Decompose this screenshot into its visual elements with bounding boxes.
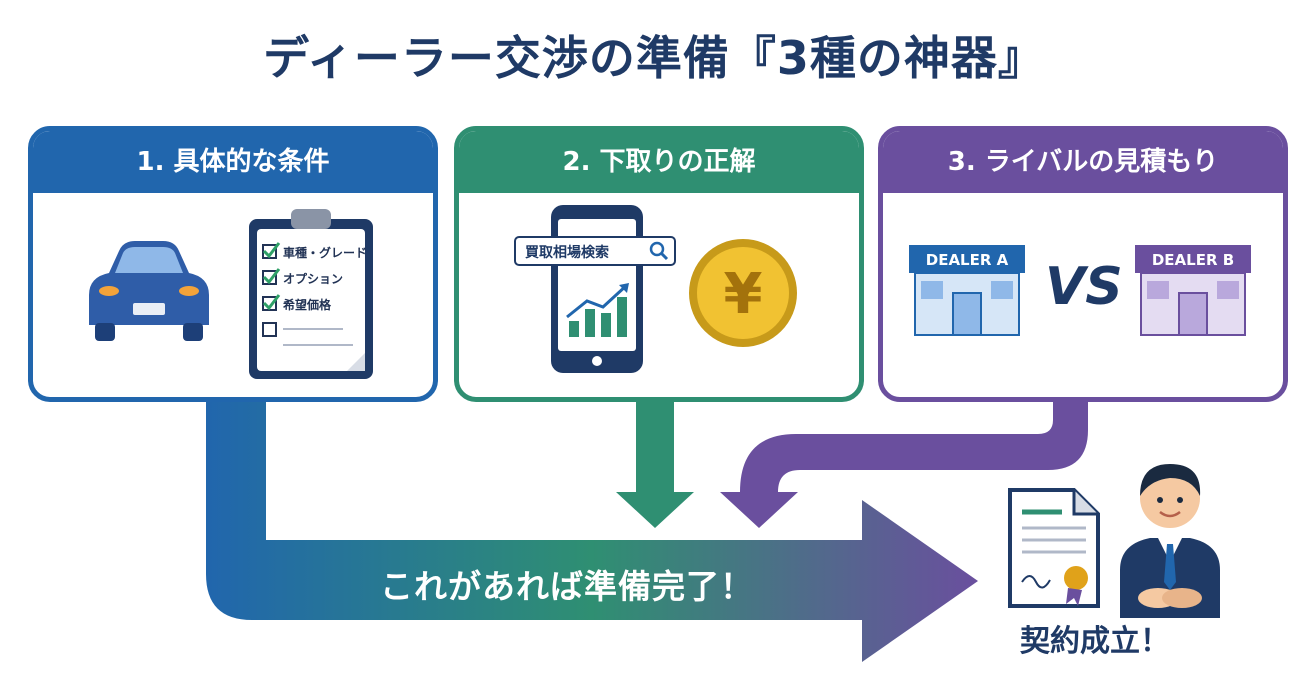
main-flow-arrow [206, 392, 978, 662]
car-icon [89, 241, 209, 341]
smartphone-search-icon: 買取相場検索 [514, 205, 676, 373]
step-3-label: 3. ライバルの見積もり [883, 131, 1283, 193]
checkbox-checked-icon [262, 268, 281, 285]
step-card-1: 1. 具体的な条件 車種・グレード オプション [28, 126, 438, 402]
clipboard-checklist-icon: 車種・グレード オプション 希望価格 [249, 209, 373, 379]
dealer-a-building-icon: DEALER A [909, 245, 1025, 336]
vs-text: VS [1045, 257, 1123, 317]
step-card-3: 3. ライバルの見積もり DEALER A VS DEALER B [878, 126, 1288, 402]
seal-icon [1064, 566, 1088, 590]
check-item-3: 希望価格 [282, 297, 332, 312]
step2-arrow [616, 392, 694, 528]
step-card-2: 2. 下取りの正解 買取相場検索 ¥ [454, 126, 864, 402]
checkbox-empty-icon [262, 322, 277, 337]
bar-chart-icon [566, 283, 629, 337]
check-item-2: オプション [283, 271, 343, 286]
dealer-b-label: DEALER B [1152, 251, 1234, 269]
check-item-1: 車種・グレード [283, 245, 367, 260]
step3-arrow [720, 392, 1088, 528]
step-1-label: 1. 具体的な条件 [33, 131, 433, 193]
search-icon [649, 241, 669, 261]
salesperson-icon [1120, 464, 1220, 618]
dealer-a-label: DEALER A [926, 251, 1009, 269]
yen-coin-icon: ¥ [689, 239, 797, 347]
step-2-label: 2. 下取りの正解 [459, 131, 859, 193]
currency-symbol: ¥ [724, 262, 763, 327]
dealer-b-building-icon: DEALER B [1135, 245, 1251, 336]
checkbox-checked-icon [262, 242, 281, 259]
result-text: 契約成立！ [1020, 624, 1170, 659]
banner-text: これがあれば準備完了！ [380, 567, 754, 606]
handshake-icon [1138, 588, 1202, 608]
contract-document-icon [1008, 488, 1100, 608]
page-title: ディーラー交渉の準備『3種の神器』 [263, 31, 1045, 85]
checkbox-checked-icon [262, 294, 281, 311]
search-text: 買取相場検索 [525, 244, 609, 261]
